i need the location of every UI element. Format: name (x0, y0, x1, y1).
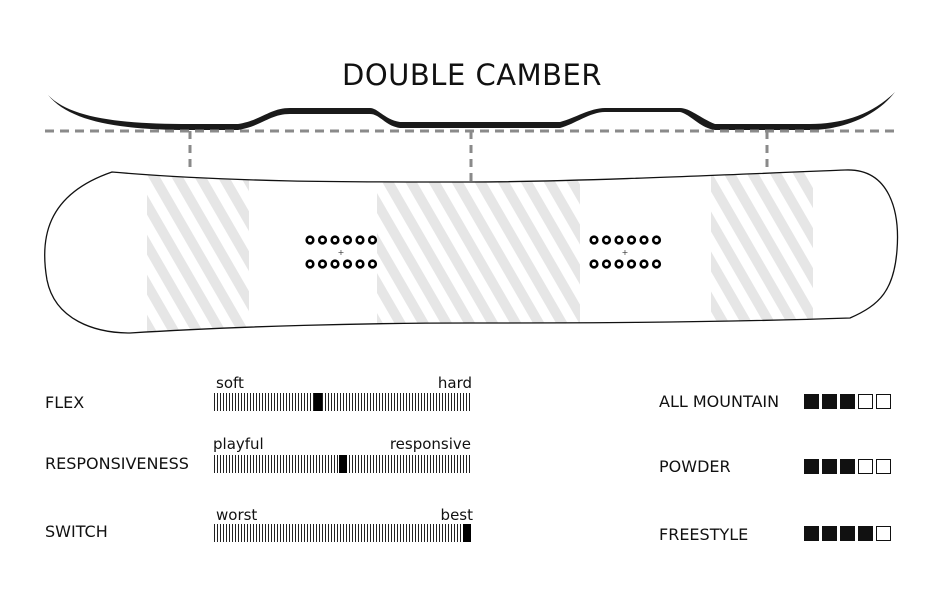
rating-square-filled (804, 394, 819, 409)
rating-square-filled (840, 459, 855, 474)
responsiveness-max-label: responsive (389, 435, 471, 453)
insert-hole (626, 235, 637, 245)
switch-slider-track (214, 524, 471, 542)
insert-hole (589, 235, 599, 245)
rating-square-filled (840, 394, 855, 409)
responsiveness-label: RESPONSIVENESS (45, 454, 189, 473)
rating-square-filled (858, 526, 873, 541)
rating-square-filled (822, 459, 837, 474)
insert-hole (367, 235, 378, 245)
switch-slider (214, 524, 471, 542)
flex-slider-marker (314, 393, 322, 411)
freestyle-rating (804, 526, 891, 542)
responsiveness-min-label: playful (213, 435, 264, 453)
hatch-zone-tail (711, 169, 813, 333)
insert-center-mark: + (622, 248, 629, 257)
insert-hole (355, 259, 365, 269)
insert-hole (305, 235, 315, 245)
insert-hole (342, 259, 353, 269)
insert-hole (601, 235, 612, 245)
insert-hole (589, 259, 599, 269)
rating-square-empty (876, 459, 891, 474)
insert-hole (317, 259, 328, 269)
insert-hole (367, 259, 378, 269)
powder-rating (804, 459, 891, 475)
insert-hole (330, 235, 340, 245)
rating-square-empty (858, 394, 873, 409)
switch-label: SWITCH (45, 522, 108, 541)
responsiveness-slider-marker (339, 455, 347, 473)
insert-hole (330, 259, 340, 269)
powder-label: POWDER (659, 457, 731, 476)
rating-square-empty (858, 459, 873, 474)
insert-hole (355, 235, 365, 245)
rating-square-empty (876, 526, 891, 541)
insert-hole (651, 259, 662, 269)
profile-title: DOUBLE CAMBER (342, 58, 602, 92)
insert-hole (317, 235, 328, 245)
hatch-zone-nose (147, 169, 249, 333)
board-outline (44, 169, 899, 334)
switch-max-label: best (440, 506, 473, 524)
switch-min-label: worst (216, 506, 258, 524)
flex-label: FLEX (45, 393, 85, 412)
insert-hole (626, 259, 637, 269)
camber-profile (48, 92, 895, 130)
insert-center-mark: + (338, 248, 345, 257)
all-mountain-label: ALL MOUNTAIN (659, 392, 780, 411)
rating-square-filled (840, 526, 855, 541)
rating-square-empty (876, 394, 891, 409)
insert-hole (614, 235, 624, 245)
freestyle-label: FREESTYLE (659, 525, 749, 544)
hatch-zone-center (377, 169, 580, 333)
switch-slider-marker (463, 524, 471, 542)
flex-slider-track (214, 393, 471, 411)
insert-hole (614, 259, 624, 269)
insert-hole (651, 235, 662, 245)
rating-square-filled (822, 394, 837, 409)
insert-hole (305, 259, 315, 269)
rating-square-filled (804, 526, 819, 541)
rating-square-filled (804, 459, 819, 474)
binding-inserts: ++ (305, 235, 662, 269)
responsiveness-slider (214, 455, 471, 473)
flex-slider (214, 393, 471, 411)
insert-hole (601, 259, 612, 269)
insert-hole (639, 259, 649, 269)
insert-hole (639, 235, 649, 245)
rating-square-filled (822, 526, 837, 541)
board-diagram: ++ (44, 92, 899, 334)
all-mountain-rating (804, 394, 891, 410)
insert-hole (342, 235, 353, 245)
flex-max-label: hard (437, 374, 472, 392)
flex-min-label: soft (216, 374, 244, 392)
